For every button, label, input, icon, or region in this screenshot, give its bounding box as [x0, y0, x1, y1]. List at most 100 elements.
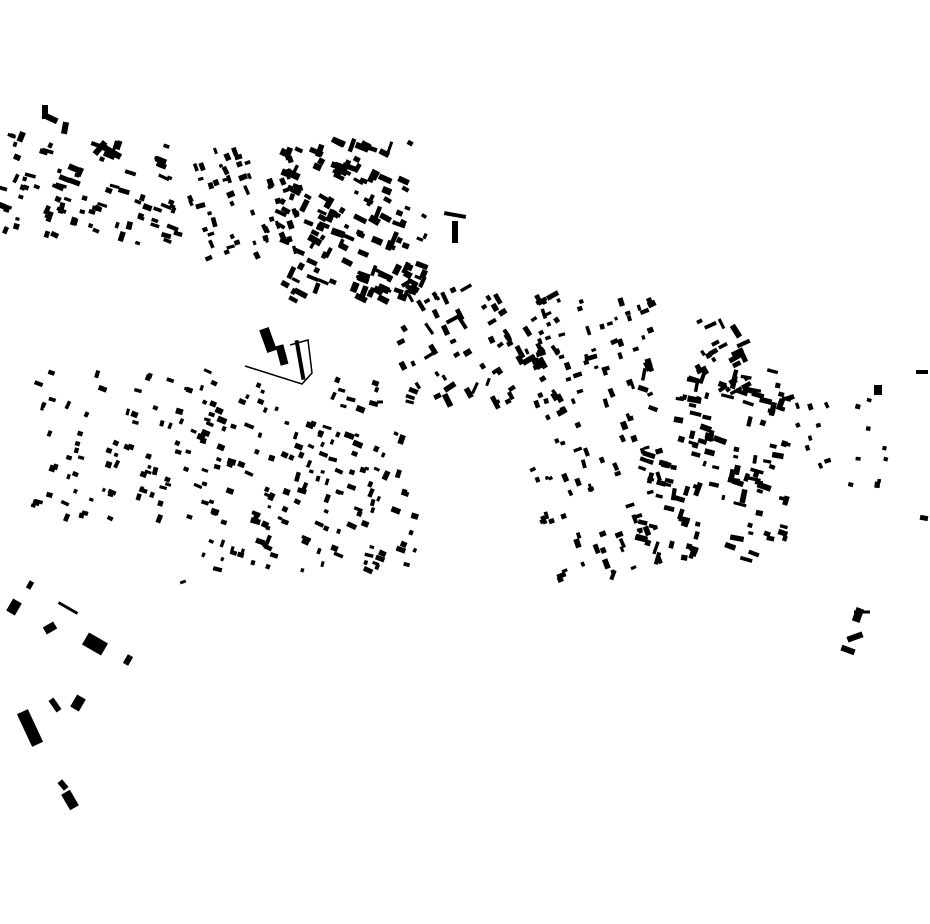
building [150, 217, 159, 224]
building [71, 470, 79, 478]
building [677, 435, 686, 444]
building [22, 184, 30, 191]
building [377, 549, 387, 558]
building [612, 462, 620, 472]
building [226, 190, 236, 199]
building [244, 160, 251, 166]
building [534, 476, 541, 483]
building [406, 139, 414, 147]
building [139, 193, 146, 202]
building [201, 481, 208, 487]
building [480, 303, 488, 311]
building [544, 414, 551, 421]
building [758, 396, 773, 406]
building [125, 221, 134, 231]
building [144, 469, 152, 475]
building [114, 221, 120, 229]
building [287, 169, 301, 181]
building [296, 262, 306, 271]
building [440, 324, 451, 336]
building [688, 402, 697, 408]
building [625, 412, 632, 422]
building [67, 163, 81, 174]
building [639, 456, 654, 466]
building [544, 310, 552, 317]
building [240, 548, 246, 554]
building [570, 398, 576, 405]
building [386, 288, 392, 294]
building [220, 519, 228, 526]
building [312, 162, 323, 172]
building [104, 186, 113, 195]
building [403, 561, 411, 568]
building [144, 374, 152, 382]
building [263, 543, 273, 552]
building [47, 142, 54, 149]
building [131, 419, 139, 426]
building [398, 360, 408, 371]
building [203, 368, 213, 375]
building [294, 146, 304, 154]
building [682, 485, 691, 497]
building [647, 404, 659, 413]
building [352, 439, 364, 449]
building [733, 446, 740, 453]
building [218, 163, 224, 168]
building [151, 466, 159, 476]
building [733, 454, 739, 459]
building [711, 356, 717, 363]
building [293, 442, 304, 451]
building [137, 212, 145, 219]
building [619, 420, 629, 431]
building [226, 244, 235, 250]
building [572, 371, 583, 379]
building [353, 506, 363, 513]
building [747, 522, 753, 529]
building [382, 196, 392, 204]
building [179, 579, 187, 585]
building [252, 251, 261, 260]
building [728, 376, 738, 386]
building [221, 165, 230, 176]
building [463, 386, 474, 399]
building [353, 190, 360, 195]
building [65, 454, 73, 461]
building [130, 410, 139, 419]
building [409, 283, 420, 294]
building [749, 467, 764, 475]
building [284, 420, 290, 426]
building [250, 559, 256, 566]
building [97, 201, 108, 208]
building [694, 395, 702, 404]
building [343, 159, 352, 168]
building [281, 505, 289, 513]
building [729, 534, 745, 543]
building [733, 330, 741, 338]
building [0, 200, 7, 210]
building [212, 147, 218, 155]
building [643, 445, 650, 450]
building [213, 463, 221, 470]
building [163, 237, 172, 244]
building [491, 368, 499, 375]
building [593, 365, 599, 370]
building [160, 232, 172, 240]
building [274, 208, 288, 218]
building [371, 379, 380, 387]
building [471, 381, 479, 395]
building [487, 317, 497, 326]
building [400, 490, 410, 498]
building [865, 426, 871, 432]
building [286, 266, 297, 280]
building [303, 193, 312, 201]
building [676, 508, 685, 521]
building [200, 428, 211, 438]
building [280, 279, 291, 289]
building [404, 289, 410, 295]
building [34, 498, 44, 505]
building [590, 347, 597, 353]
building [423, 297, 431, 304]
building [916, 370, 928, 374]
building [391, 263, 403, 276]
